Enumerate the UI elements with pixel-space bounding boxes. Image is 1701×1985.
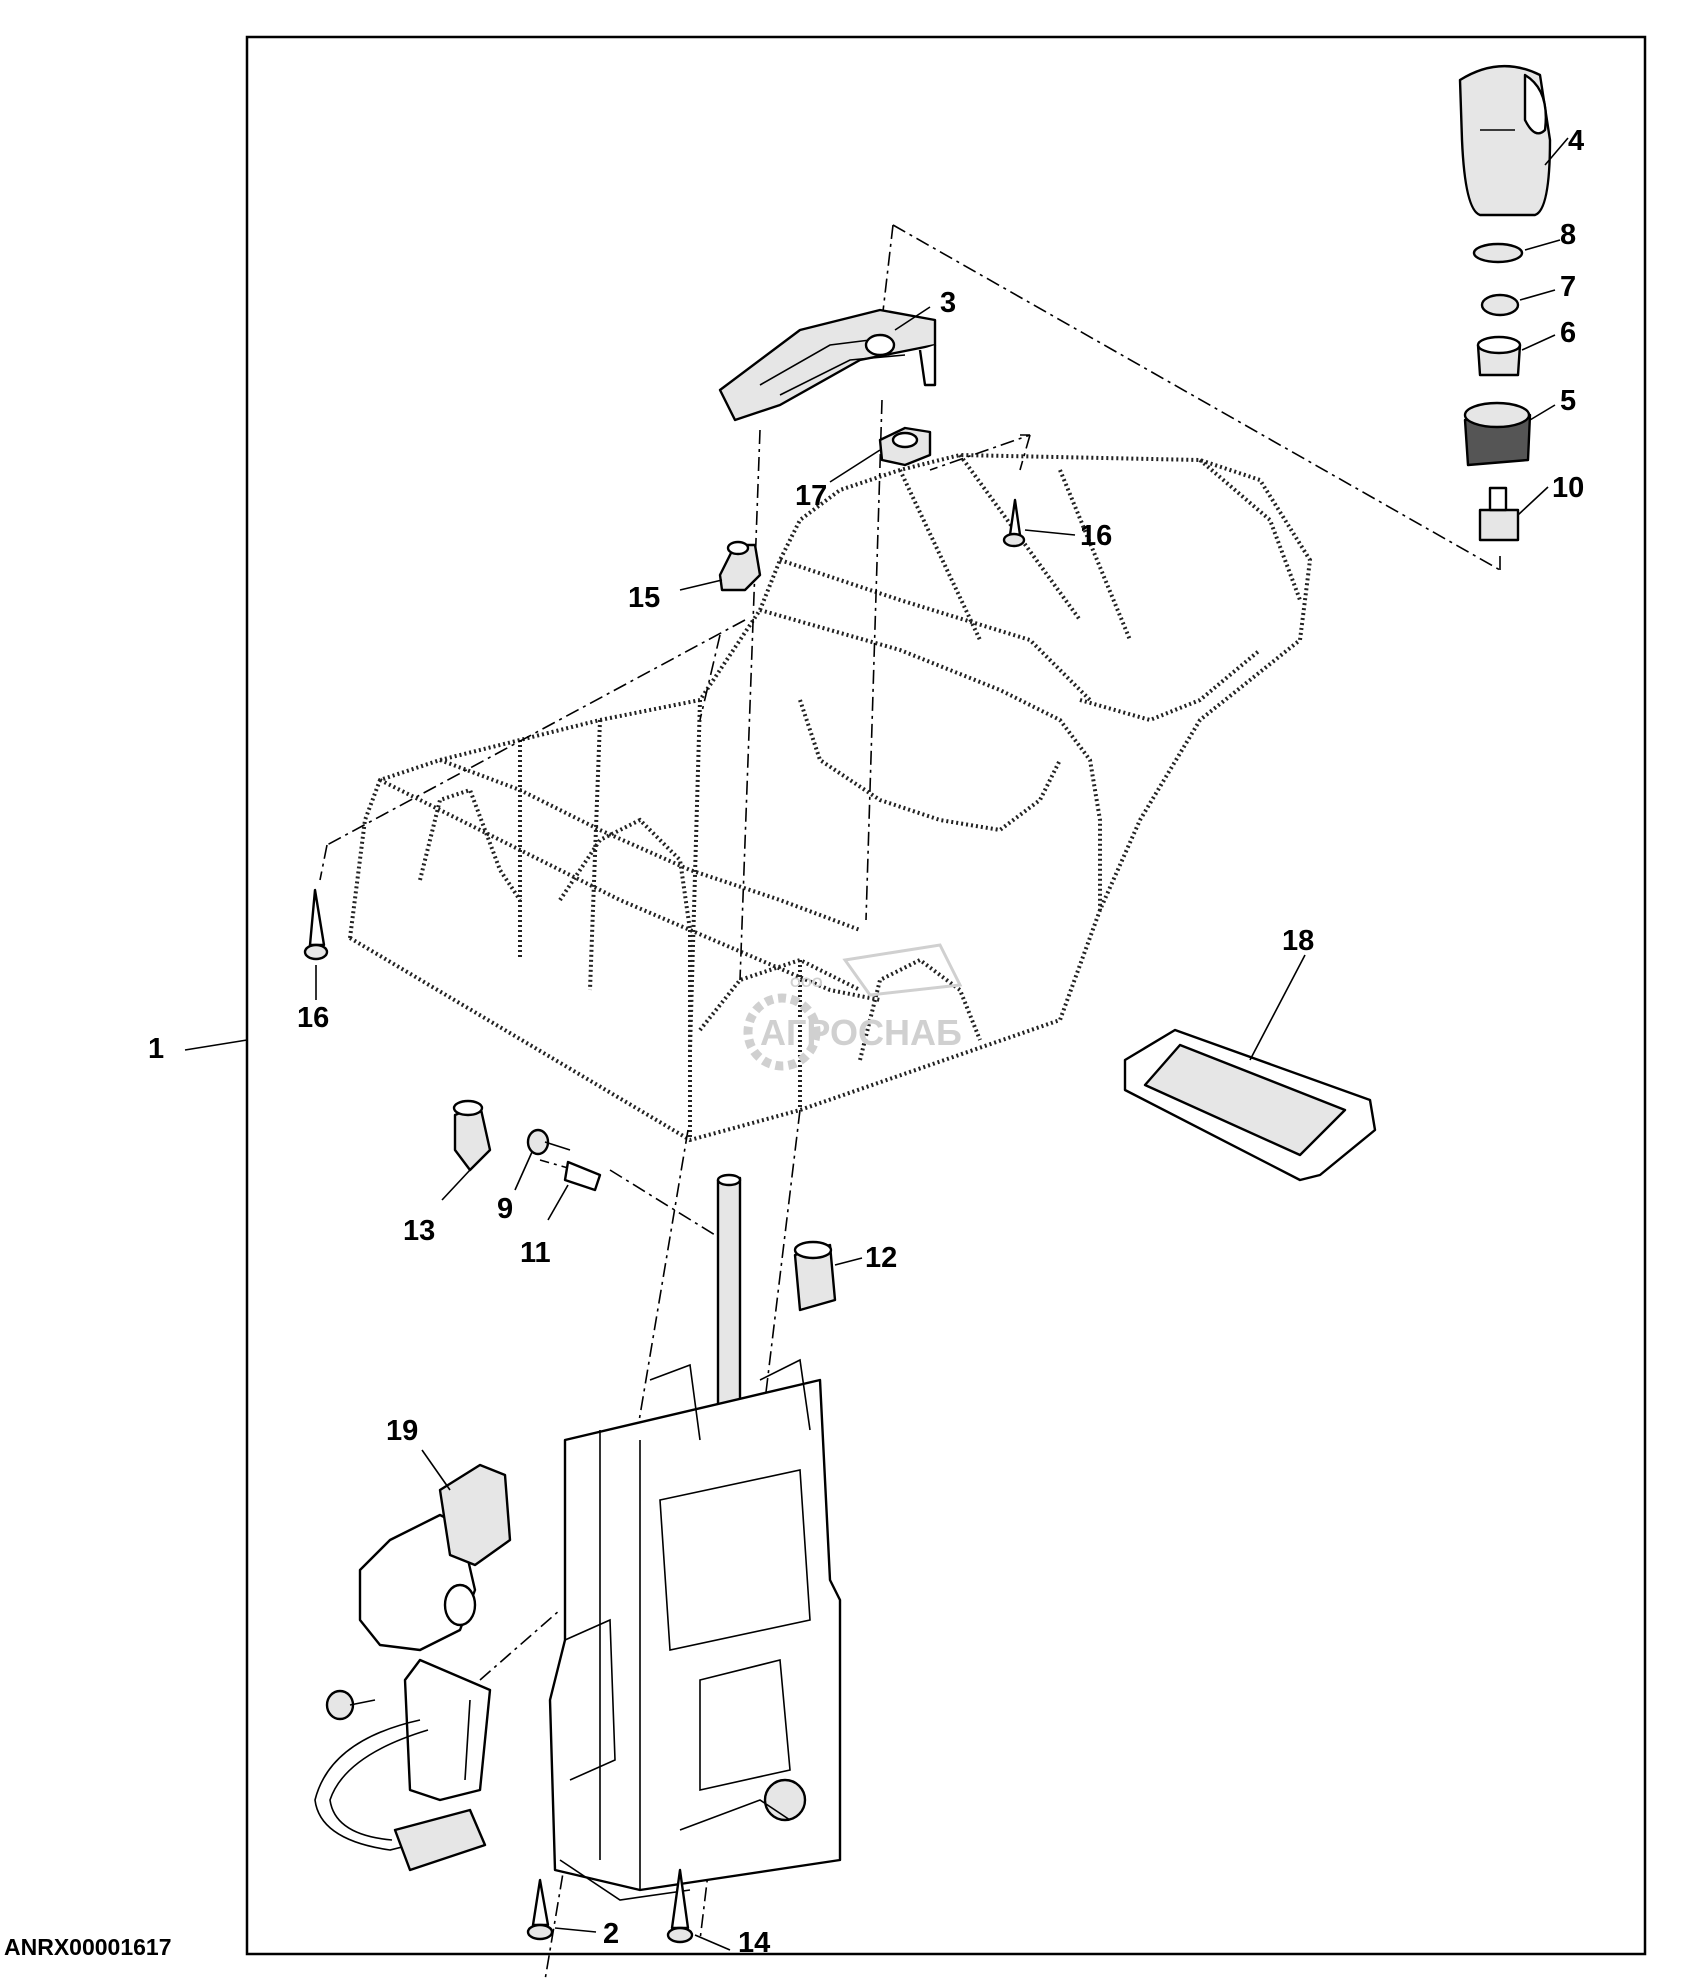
callout-4: 4: [1568, 125, 1584, 157]
callout-10: 10: [1552, 472, 1584, 504]
callout-3: 3: [940, 287, 956, 319]
callout-7: 7: [1560, 271, 1576, 303]
callout-17: 17: [795, 480, 827, 512]
screw-part-16-upper: [1002, 498, 1026, 548]
clip-part-17: [878, 426, 932, 467]
watermark-logo: ООО АГРОСНАБ: [743, 943, 963, 1071]
shift-gate-cover: [718, 308, 937, 422]
screw-part-16-lower: [303, 888, 329, 961]
link-part-11: [563, 1160, 602, 1192]
cap-part-12: [793, 1240, 837, 1312]
callout-5: 5: [1560, 385, 1576, 417]
diagram-frame: [245, 35, 1647, 1956]
console-housing: [348, 452, 1313, 1143]
callout-19: 18: [1282, 925, 1314, 957]
pad-part-19: [1123, 1028, 1377, 1182]
callout-15: 15: [628, 582, 660, 614]
callout-1: 1: [148, 1033, 164, 1065]
watermark-prefix: ООО: [790, 974, 823, 990]
callout-8: 8: [1560, 219, 1576, 251]
screw-part-9: [526, 1128, 571, 1156]
watermark-brand: АГРОСНАБ: [760, 1012, 962, 1053]
callout-16-lower: 16: [297, 1002, 329, 1034]
callout-2: 2: [603, 1918, 619, 1950]
document-id: ANRX00001617: [4, 1934, 172, 1960]
screw-part-14: [666, 1868, 694, 1944]
callout-13: 13: [403, 1215, 435, 1247]
bracket-part-15: [718, 540, 762, 592]
leader-lines: [184, 137, 1569, 1951]
knurled-nut-part-5: [1463, 401, 1532, 467]
callout-18: 19: [386, 1415, 418, 1447]
callout-labels: 4 8 7 6 5 10 3 17 15 16 16 1 18 13 9 11 …: [148, 125, 1584, 1959]
callout-9: 9: [497, 1193, 513, 1225]
screw-part-2: [526, 1878, 554, 1941]
shift-knob-part-4: [1458, 65, 1552, 217]
callout-6: 6: [1560, 317, 1576, 349]
callout-14: 14: [738, 1927, 770, 1959]
nut-part-7: [1480, 293, 1520, 317]
knob-ring-part-8: [1472, 242, 1524, 264]
clip-part-13: [452, 1099, 492, 1172]
callout-12: 12: [865, 1242, 897, 1274]
sensor-part-18: [358, 1463, 512, 1652]
collar-part-6: [1476, 335, 1522, 377]
callout-16-upper: 16: [1080, 520, 1112, 552]
circuit-board-harness: [314, 1658, 492, 1872]
adapter-part-10: [1478, 486, 1520, 542]
shift-lever-mechanism: [548, 1173, 842, 1901]
callout-11: 11: [520, 1237, 551, 1269]
